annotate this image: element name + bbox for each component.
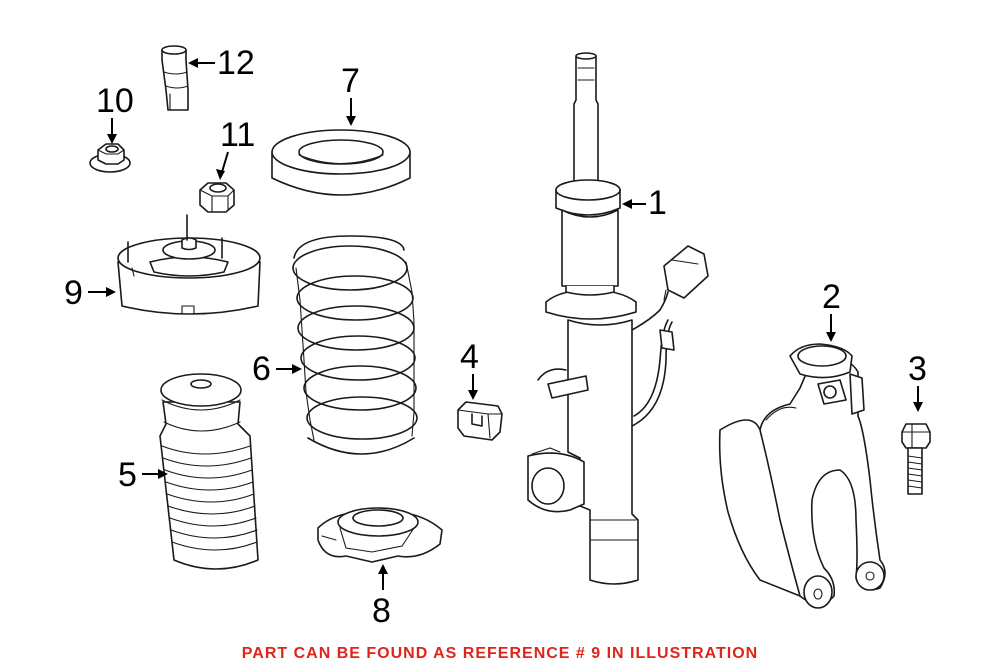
steering-knuckle-part xyxy=(718,343,886,609)
label-2: 2 xyxy=(822,278,841,316)
upper-mount-part xyxy=(117,214,261,315)
label-4-callout: 4 xyxy=(460,338,479,400)
label-11: 11 xyxy=(220,116,255,154)
label-7-callout: 7 xyxy=(341,62,360,126)
label-12: 12 xyxy=(217,44,255,82)
bolt-part xyxy=(901,423,931,495)
label-8: 8 xyxy=(372,592,391,630)
dust-boot-part xyxy=(159,373,259,570)
label-10-callout: 10 xyxy=(96,82,134,144)
coil-spring-part xyxy=(292,235,418,455)
label-9-callout: 9 xyxy=(64,274,116,312)
lower-spring-seat-part xyxy=(317,507,443,563)
reference-caption: PART CAN BE FOUND AS REFERENCE # 9 IN IL… xyxy=(241,645,759,662)
label-6: 6 xyxy=(252,350,271,388)
label-5-callout: 5 xyxy=(118,456,168,494)
label-3: 3 xyxy=(908,350,927,388)
label-12-callout: 12 xyxy=(188,44,255,82)
strut-assembly-part xyxy=(527,52,709,585)
label-2-callout: 2 xyxy=(822,278,841,342)
label-9: 9 xyxy=(64,274,83,312)
upper-spring-seat-part xyxy=(271,129,411,196)
label-8-callout: 8 xyxy=(372,564,391,630)
hex-nut-part xyxy=(199,182,235,213)
label-3-callout: 3 xyxy=(908,350,927,412)
bracket-clip-part xyxy=(457,401,503,441)
label-10: 10 xyxy=(96,82,134,120)
label-7: 7 xyxy=(341,62,360,100)
flange-nut-part xyxy=(89,143,131,173)
label-5: 5 xyxy=(118,456,137,494)
label-1-callout: 1 xyxy=(622,184,667,222)
bump-stop-part xyxy=(161,45,189,111)
label-11-callout: 11 xyxy=(216,116,255,180)
label-6-callout: 6 xyxy=(252,350,302,388)
label-4: 4 xyxy=(460,338,479,376)
label-1: 1 xyxy=(648,184,667,222)
